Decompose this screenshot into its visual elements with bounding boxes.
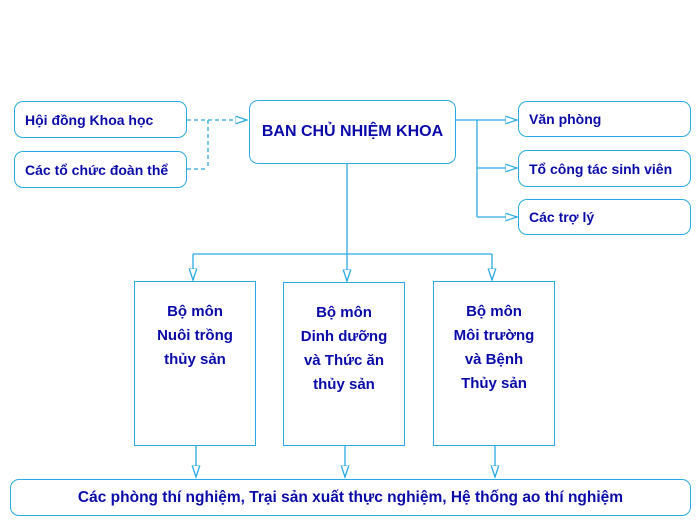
- unit-office: Văn phòng: [518, 101, 691, 137]
- dept-environment-disease: Bộ môn Môi trường và Bệnh Thủy sản: [433, 281, 555, 446]
- dept-nutrition-feed: Bộ môn Dinh dưỡng và Thức ăn thủy sản: [283, 282, 405, 446]
- dept-aquaculture: Bộ môn Nuôi trồng thủy sản: [134, 281, 256, 446]
- dashed-advisory-lines: [187, 120, 247, 170]
- unit-student-affairs: Tổ công tác sinh viên: [518, 150, 691, 187]
- unit-unions: Các tổ chức đoàn thể: [14, 151, 187, 188]
- labs-farms-ponds: Các phòng thí nghiệm, Trại sản xuất thực…: [10, 479, 691, 516]
- unit-assistants: Các trợ lý: [518, 199, 691, 235]
- faculty-board: BAN CHỦ NHIỆM KHOA: [249, 100, 456, 164]
- unit-scientific-council: Hội đồng Khoa học: [14, 101, 187, 138]
